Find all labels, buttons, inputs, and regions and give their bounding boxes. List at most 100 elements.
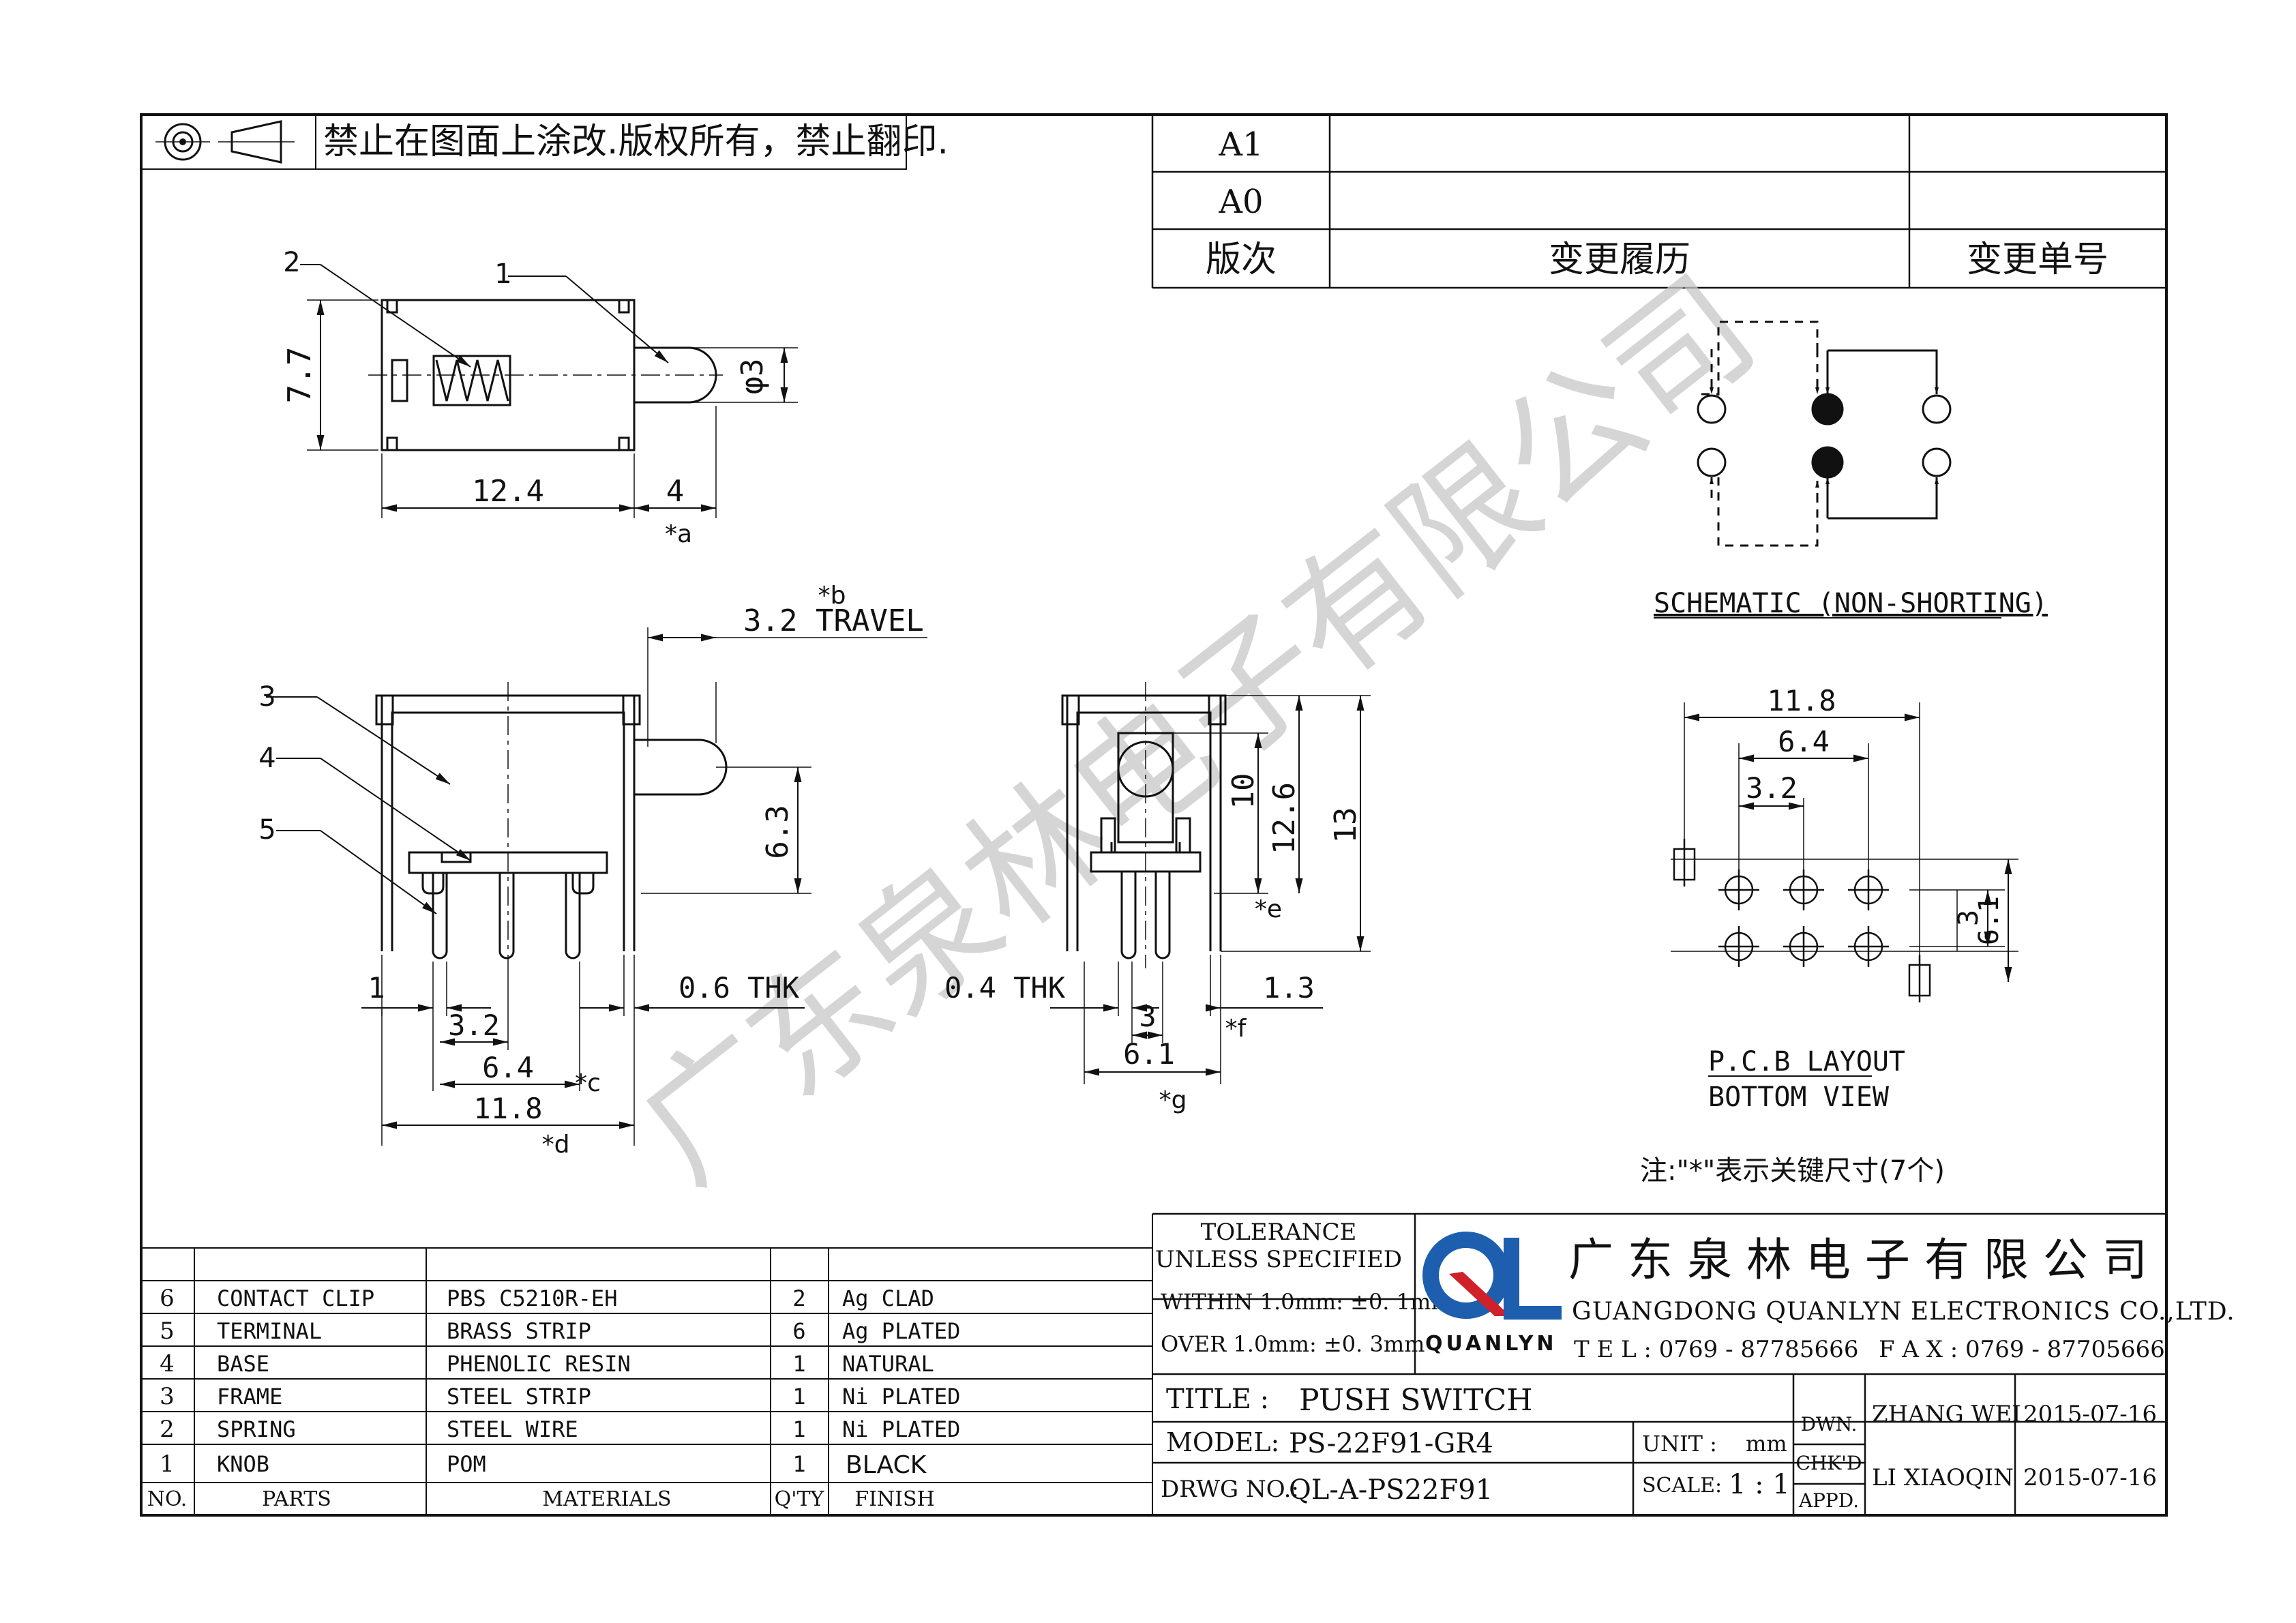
pcb-dim-3: 3 xyxy=(1953,910,1984,926)
part-finish: Ag PLATED xyxy=(842,1318,960,1344)
part-finish: Ni PLATED xyxy=(842,1416,960,1442)
watermark: 广东泉林电子有限公司 xyxy=(611,248,1783,1212)
title-label: TITLE : xyxy=(1166,1384,1269,1415)
part-finish: NATURAL xyxy=(842,1351,934,1377)
scale-label: SCALE: xyxy=(1642,1474,1722,1498)
appd-label: APPD. xyxy=(1798,1489,1859,1512)
travel-label: 3.2 TRAVEL xyxy=(743,604,924,638)
key-dim-c: *c xyxy=(575,1069,601,1097)
side-dim-3: 3 xyxy=(1139,1000,1156,1033)
pcb-dim-6-4: 6.4 xyxy=(1778,725,1830,758)
parts-row-4: 4 BASE PHENOLIC RESIN 1 NATURAL xyxy=(160,1350,934,1378)
unit-label: UNIT : xyxy=(1642,1431,1717,1457)
drwg-value: QL-A-PS22F91 xyxy=(1289,1474,1493,1506)
revision-a1: A1 xyxy=(1218,125,1263,164)
key-dim-f: *f xyxy=(1225,1015,1247,1043)
key-dim-b: *b xyxy=(818,582,846,610)
part-qty: 1 xyxy=(792,1351,805,1377)
part-material: POM xyxy=(447,1451,486,1477)
part-material: BRASS STRIP xyxy=(447,1318,591,1344)
revision-table xyxy=(1151,115,2166,289)
front-dim-11-8: 11.8 xyxy=(473,1092,542,1125)
model-label: MODEL: xyxy=(1166,1427,1279,1457)
header-material: MATERIALS xyxy=(542,1487,671,1511)
part-finish: BLACK xyxy=(846,1451,927,1479)
part-no: 4 xyxy=(160,1350,175,1378)
parts-row-2: 2 SPRING STEEL WIRE 1 Ni PLATED xyxy=(160,1416,960,1443)
part-material: PBS C5210R-EH xyxy=(447,1285,617,1311)
top-dim-length: 12.4 xyxy=(472,474,544,509)
header-part: PARTS xyxy=(262,1487,331,1511)
part-qty: 6 xyxy=(792,1318,805,1344)
parts-table-grid xyxy=(141,1214,1153,1515)
top-dim-knob: 4 xyxy=(666,474,685,509)
front-dim-knob-height: 6.3 xyxy=(760,805,795,859)
part-no: 6 xyxy=(160,1285,175,1312)
part-material: STEEL WIRE xyxy=(447,1416,578,1442)
logo-red-stroke xyxy=(1449,1272,1510,1316)
header-finish: FINISH xyxy=(854,1487,934,1511)
part-no: 5 xyxy=(160,1317,175,1345)
header-qty: Q'TY xyxy=(775,1487,825,1511)
part-name: CONTACT CLIP xyxy=(217,1285,374,1311)
front-dim-thk: 0.6 THK xyxy=(679,971,800,1004)
logo-wordmark: QUANLYN xyxy=(1425,1332,1557,1356)
tolerance-within: WITHIN 1.0mm: ±0. 1mm xyxy=(1161,1289,1452,1315)
part-qty: 2 xyxy=(792,1285,805,1311)
drawn-date: 2015-07-16 xyxy=(2023,1401,2157,1428)
parts-header: NO. PARTS MATERIALS Q'TY FINISH xyxy=(147,1487,935,1511)
callout-4: 4 xyxy=(258,743,275,774)
part-name: SPRING xyxy=(217,1416,296,1442)
front-dim-6-4: 6.4 xyxy=(482,1051,534,1084)
part-name: BASE xyxy=(217,1351,269,1377)
company-tel: T E L : 0769 - 87785666 xyxy=(1574,1336,1858,1363)
pcb-dim-11-8: 11.8 xyxy=(1767,684,1836,717)
callout-1: 1 xyxy=(494,258,511,290)
part-material: PHENOLIC RESIN xyxy=(447,1351,631,1377)
scale-value: 1 : 1 xyxy=(1729,1469,1790,1500)
revision-a0: A0 xyxy=(1218,183,1263,221)
parts-row-6: 6 CONTACT CLIP PBS C5210R-EH 2 Ag CLAD xyxy=(160,1285,934,1312)
schematic-diagram xyxy=(1697,321,1952,547)
front-view-drawing xyxy=(266,627,927,1146)
part-no: 2 xyxy=(160,1416,175,1443)
top-dim-height: 7.7 xyxy=(281,346,318,403)
side-dim-10: 10 xyxy=(1226,773,1261,809)
part-finish: Ni PLATED xyxy=(842,1384,960,1410)
key-dim-e: *e xyxy=(1255,895,1282,923)
pcb-caption-view: BOTTOM VIEW xyxy=(1708,1082,1890,1113)
callout-2: 2 xyxy=(283,247,300,278)
dwn-label: DWN. xyxy=(1801,1413,1858,1435)
side-dim-13: 13 xyxy=(1328,807,1363,844)
notice-text: 禁止在图面上涂改.版权所有，禁止翻印. xyxy=(323,121,949,162)
title-block-grid xyxy=(1152,1212,2166,1515)
part-finish: Ag CLAD xyxy=(842,1285,934,1311)
company-name-cn: 广 东 泉 林 电 子 有 限 公 司 xyxy=(1568,1234,2147,1286)
company-fax: F A X : 0769 - 87705666 xyxy=(1879,1336,2165,1363)
pcb-dim-6-1: 6.1 xyxy=(1973,896,2005,945)
revision-header-change: 变更履历 xyxy=(1549,239,1690,280)
part-material: STEEL STRIP xyxy=(447,1384,591,1410)
logo-l-shape xyxy=(1504,1238,1562,1320)
company-logo: QUANLYN xyxy=(1422,1232,1562,1356)
pcb-caption-layout: P.C.B LAYOUT xyxy=(1708,1046,1905,1077)
company-name-en: GUANGDONG QUANLYN ELECTRONICS CO.,LTD. xyxy=(1572,1298,2235,1326)
key-dim-d: *d xyxy=(542,1131,570,1159)
tolerance-title: TOLERANCE xyxy=(1201,1219,1357,1246)
pcb-layout-diagram xyxy=(1671,702,2018,1002)
part-name: FRAME xyxy=(217,1384,282,1410)
side-dim-1-3: 1.3 xyxy=(1263,971,1315,1004)
first-angle-projection-icon xyxy=(155,120,295,164)
drawn-by: ZHANG WEI xyxy=(1872,1401,2021,1428)
logo-q-ring xyxy=(1422,1232,1510,1319)
key-dim-g: *g xyxy=(1159,1086,1187,1114)
part-no: 1 xyxy=(160,1450,175,1478)
part-no: 3 xyxy=(160,1383,175,1410)
tolerance-subtitle: UNLESS SPECIFIED xyxy=(1155,1246,1402,1273)
side-view-drawing xyxy=(1050,682,1371,1084)
sheet-border xyxy=(140,113,2168,1517)
pcb-dim-3-2: 3.2 xyxy=(1746,771,1798,805)
top-dim-diameter: φ3 xyxy=(735,359,770,395)
side-dim-thk: 0.4 THK xyxy=(944,971,1066,1004)
side-dim-6-1: 6.1 xyxy=(1123,1037,1175,1071)
